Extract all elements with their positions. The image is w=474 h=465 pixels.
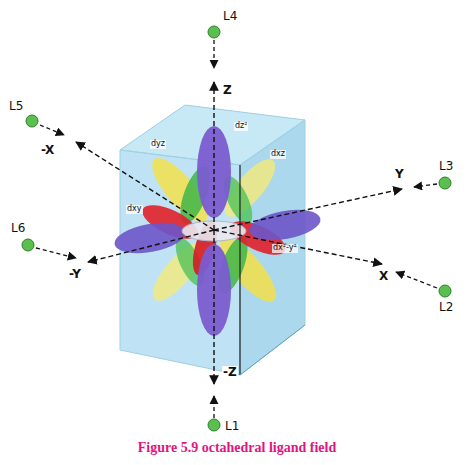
axes [76, 82, 402, 384]
ligand-label: L4 [222, 10, 238, 23]
cube-edges [240, 165, 305, 375]
ligand-label: L5 [8, 100, 24, 113]
orbital-label: dxy [126, 205, 143, 214]
axis-label: X [378, 270, 389, 283]
ligand-balls [22, 26, 451, 431]
orbital-label: dxz [270, 150, 286, 159]
axis-label: Z [222, 84, 233, 97]
axis-label: -Y [68, 268, 82, 281]
axis-label: Y [394, 168, 405, 181]
orbital-label: dx²-y² [272, 244, 298, 253]
ligand-label: L6 [10, 222, 26, 235]
axis-label: -Z [222, 366, 238, 379]
ligand-label: L1 [224, 420, 240, 433]
orbital-label: dz² [234, 122, 248, 131]
ligand-arrows [36, 40, 437, 418]
axis-label: -X [40, 144, 55, 157]
ligand-label: L2 [438, 301, 454, 314]
ligand-label: L3 [438, 160, 454, 173]
orbital-label: dyz [150, 140, 166, 149]
figure-caption: Figure 5.9 octahedral ligand field [0, 440, 474, 456]
